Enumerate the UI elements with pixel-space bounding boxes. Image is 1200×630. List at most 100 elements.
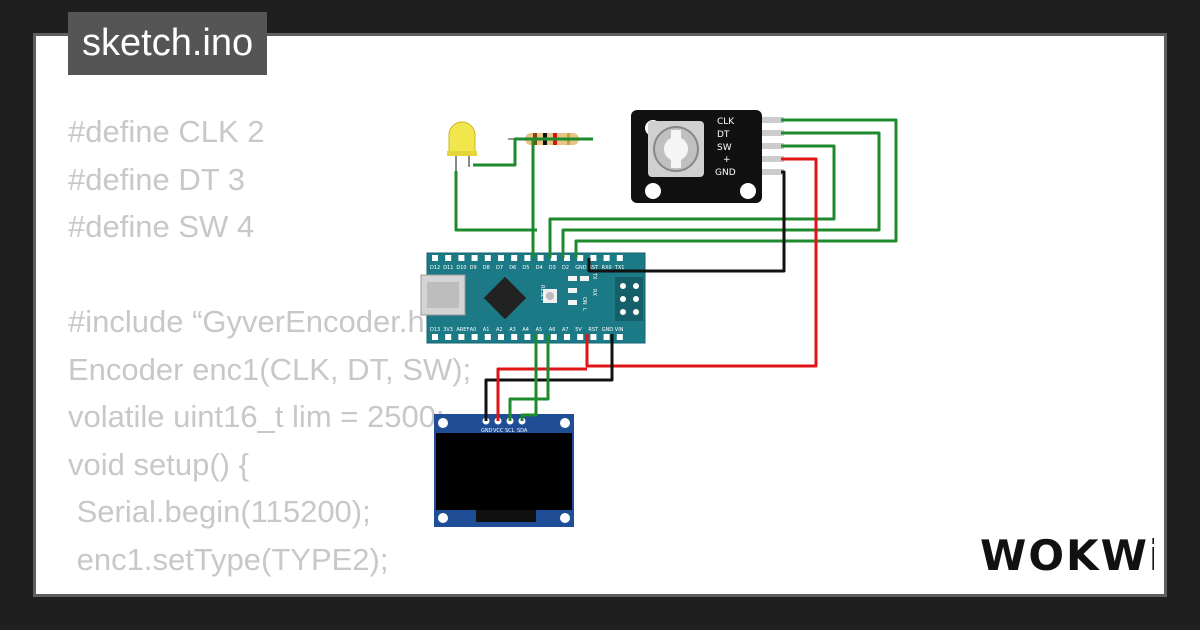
nano-pin-label: A1 xyxy=(483,327,490,333)
encoder-pin-label: DT xyxy=(717,130,730,140)
nano-pin[interactable] xyxy=(432,255,438,261)
wire-encoder-sw[interactable] xyxy=(548,144,836,258)
nano-pin-label: D7 xyxy=(496,265,503,271)
nano-led-label: ON xyxy=(581,297,587,305)
nano-pin[interactable] xyxy=(471,255,478,261)
code-line: enc1.setType(TYPE2); xyxy=(68,541,389,577)
nano-pin-label: D9 xyxy=(470,265,477,271)
nano-pin[interactable] xyxy=(445,255,452,261)
code-line: Encoder enc1(CLK, DT, SW); xyxy=(68,351,472,387)
nano-pin-label: TX1 xyxy=(614,265,625,271)
nano-pin[interactable] xyxy=(590,255,597,261)
nano-pin-label: D4 xyxy=(536,265,543,271)
nano-pin-label: A2 xyxy=(496,327,503,333)
nano-pin[interactable] xyxy=(537,255,544,261)
code-line: #define DT 3 xyxy=(68,161,245,197)
encoder-pin-label: CLK xyxy=(717,117,735,127)
nano-pin[interactable] xyxy=(564,334,570,340)
wire-led-gnd[interactable] xyxy=(454,171,537,232)
nano-pin-label: A4 xyxy=(522,327,529,333)
nano-pin-label: A7 xyxy=(562,327,569,333)
code-line: #define SW 4 xyxy=(68,209,255,244)
nano-reset-label: RESET xyxy=(539,285,545,302)
nano-pin[interactable] xyxy=(498,255,504,261)
wire-resistor[interactable] xyxy=(473,137,593,167)
nano-pin-label: A6 xyxy=(549,327,556,333)
encoder-pin-label: SW xyxy=(717,143,732,153)
nano-pin[interactable] xyxy=(524,334,531,340)
nano-pin-label: VIN xyxy=(615,327,624,333)
nano-pin[interactable] xyxy=(590,334,597,340)
rotary-encoder[interactable]: CLK DT SW + GND xyxy=(631,110,784,203)
nano-pin-label: D13 xyxy=(430,327,440,333)
file-name-tab: sketch.ino xyxy=(68,12,268,75)
nano-pin[interactable] xyxy=(564,255,570,261)
wire-oled-scl[interactable] xyxy=(508,334,550,421)
nano-pin-label: D2 xyxy=(562,265,569,271)
nano-pin[interactable] xyxy=(577,334,584,340)
wokwi-logo-text: WOKWi xyxy=(980,531,1154,580)
wire-encoder-dt[interactable] xyxy=(561,131,881,258)
oled-pin-label: SCL xyxy=(505,428,515,434)
nano-pin-label: GND xyxy=(602,327,614,333)
oled-pin-label: VCC xyxy=(493,428,504,434)
code-line: Serial.begin(115200); xyxy=(68,494,371,529)
code-preview: #define CLK 2#define DT 3#define SW 4#in… xyxy=(68,108,1123,594)
nano-pin-label: 3V3 xyxy=(443,327,453,333)
code-line: attachInterrupt(0, isrCLK, CHANGE); // п… xyxy=(68,583,1123,594)
nano-pin[interactable] xyxy=(603,255,610,261)
nano-pin-label: D11 xyxy=(443,265,453,271)
code-line: #define CLK 2 xyxy=(68,114,265,149)
nano-led-label: RX xyxy=(591,289,597,296)
nano-pin-label: RST xyxy=(588,327,599,333)
nano-pin-label: RX0 xyxy=(602,265,612,271)
nano-pin-label: A5 xyxy=(536,327,543,333)
nano-pin[interactable] xyxy=(458,255,465,261)
nano-pin[interactable] xyxy=(511,334,518,340)
wire-encoder-clk[interactable] xyxy=(574,118,898,258)
nano-pin[interactable] xyxy=(498,334,504,340)
nano-pin-label: 5V xyxy=(575,327,582,333)
nano-pin[interactable] xyxy=(603,334,610,340)
wire-encoder-gnd[interactable] xyxy=(587,170,786,273)
nano-pin-label: D6 xyxy=(509,265,516,271)
nano-pin-label: D8 xyxy=(483,265,490,271)
nano-pin-label: RST xyxy=(588,265,599,271)
encoder-pin-label: + xyxy=(723,155,731,165)
nano-pin[interactable] xyxy=(577,255,584,261)
nano-pin-label: GND xyxy=(575,265,587,271)
nano-led-label: TX xyxy=(591,272,597,280)
nano-pin[interactable] xyxy=(524,255,531,261)
nano-pin[interactable] xyxy=(458,334,465,340)
nano-pin[interactable] xyxy=(616,334,623,340)
oled-pin-label: SDA xyxy=(517,428,528,434)
nano-pin[interactable] xyxy=(537,334,544,340)
wires xyxy=(454,118,898,421)
preview-card: #define CLK 2#define DT 3#define SW 4#in… xyxy=(33,33,1167,597)
nano-pin[interactable] xyxy=(511,255,518,261)
nano-pin[interactable] xyxy=(550,334,557,340)
code-line: volatile uint16_t lim = 2500; xyxy=(68,399,445,434)
wire-oled-sda[interactable] xyxy=(520,334,538,421)
nano-pin[interactable] xyxy=(432,334,438,340)
oled-pin-label: GND xyxy=(481,428,493,434)
nano-pin[interactable] xyxy=(484,255,491,261)
nano-pin-label: D10 xyxy=(456,265,466,271)
nano-pin[interactable] xyxy=(550,255,557,261)
nano-pin[interactable] xyxy=(445,334,452,340)
nano-pin-label: D3 xyxy=(549,265,556,271)
wire-oled-vcc[interactable] xyxy=(496,367,587,421)
nano-pin[interactable] xyxy=(471,334,478,340)
code-line: void setup() { xyxy=(68,446,249,482)
nano-pin-label: A3 xyxy=(509,327,516,333)
nano-pin[interactable] xyxy=(616,255,623,261)
encoder-pin-label: GND xyxy=(715,168,736,178)
nano-pin[interactable] xyxy=(484,334,491,340)
nano-pin-label: A0 xyxy=(470,327,477,333)
nano-led-label: L xyxy=(581,308,587,311)
wokwi-logo: WOKWi xyxy=(974,524,1163,584)
led-yellow[interactable] xyxy=(447,121,477,173)
wire-encoder-vcc[interactable] xyxy=(585,157,818,368)
oled-display[interactable]: GND VCC SCL SDA xyxy=(434,414,574,527)
